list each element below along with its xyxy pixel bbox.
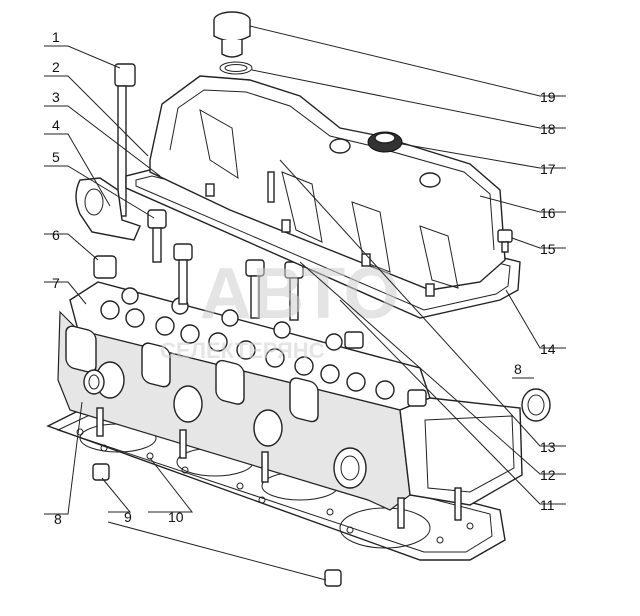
cylinder-head [57, 281, 523, 529]
long-head-bolt [114, 63, 136, 217]
leader-lines [44, 25, 566, 581]
callout-15: 15 [540, 241, 556, 257]
callout-17: 17 [540, 161, 556, 177]
bracket-bolt [147, 209, 167, 263]
cover-bolt [497, 229, 513, 253]
callout-16: 16 [540, 205, 556, 221]
dowel-sleeve [92, 463, 342, 587]
sleeve [93, 255, 117, 279]
valve-spring-row [100, 287, 395, 400]
head-bolt-row [173, 243, 427, 407]
watermark-primary: AВТО [200, 254, 399, 334]
plug-right [521, 388, 551, 422]
callout-13: 13 [540, 439, 556, 455]
callout-3: 3 [52, 89, 60, 105]
watermark-secondary: СЕЛЕКТЕРЯНС [160, 338, 325, 363]
callout-18: 18 [540, 121, 556, 137]
callout-2: 2 [52, 59, 60, 75]
lifting-bracket [75, 177, 141, 241]
callout-14: 14 [540, 341, 556, 357]
breather-grommet [367, 131, 403, 153]
callout-8-right: 8 [514, 361, 522, 377]
callout-10: 10 [168, 509, 184, 525]
oil-filler-cap [213, 11, 251, 58]
callout-1: 1 [52, 29, 60, 45]
callout-6: 6 [52, 227, 60, 243]
callout-4: 4 [52, 117, 60, 133]
callout-5: 5 [52, 149, 60, 165]
callout-12: 12 [540, 467, 556, 483]
callout-7: 7 [52, 275, 60, 291]
callout-11: 11 [540, 497, 555, 513]
filler-cap-seal [219, 61, 253, 75]
callout-19: 19 [540, 89, 556, 105]
callout-9: 9 [124, 509, 132, 525]
valve-cover [149, 75, 506, 297]
plug-left [83, 369, 105, 395]
callout-8-left: 8 [54, 511, 62, 527]
callout-labels: 1 2 3 4 5 6 7 8 8 9 10 11 12 13 14 15 16… [52, 29, 556, 527]
